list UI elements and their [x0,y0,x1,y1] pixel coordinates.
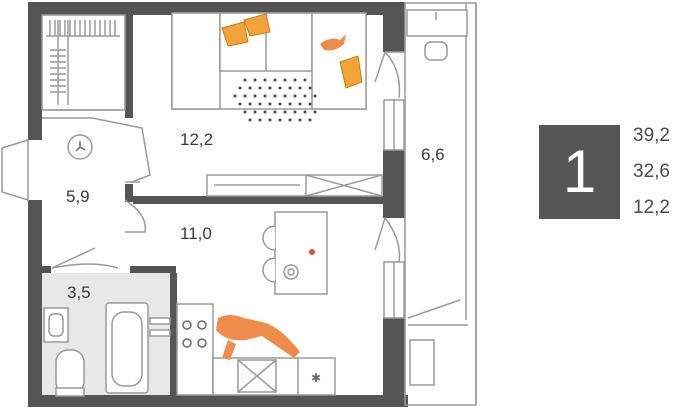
area-label-living: 12,2 [180,130,214,149]
cushions [221,13,363,89]
loggia-windows [383,99,405,319]
fan-icon [67,134,93,160]
person-icon [216,315,300,360]
area-label-hall: 5,9 [66,187,90,206]
loggia-doors [374,51,468,326]
stove-icon [182,320,207,348]
towel-rail [149,317,171,337]
inner-doors [51,199,147,269]
table-apple [309,249,315,255]
living-area: 32,6 [633,161,670,182]
entrance-door [1,117,151,202]
kitchen-counter [176,303,336,396]
total-area: 39,2 [633,125,670,146]
cat-icon [320,34,346,51]
loggia-sink [406,9,468,61]
room-count: 1 [562,138,597,205]
area-label-loggia: 6,6 [421,145,445,164]
room-count-badge: 1 [539,125,620,219]
loggia-outline [404,2,477,406]
wardrobe [41,14,126,111]
area-label-kitchen: 11,0 [180,224,212,243]
bath-sink [43,307,69,343]
toilet [55,349,85,397]
dining-table [262,211,328,295]
room-area: 12,2 [633,197,670,218]
rug [233,78,317,122]
walls [28,2,408,407]
tv-stand [206,174,383,197]
area-label-bath: 3,5 [67,283,91,302]
fridge-icon: ✱ [311,371,321,385]
bathtub [105,302,149,394]
